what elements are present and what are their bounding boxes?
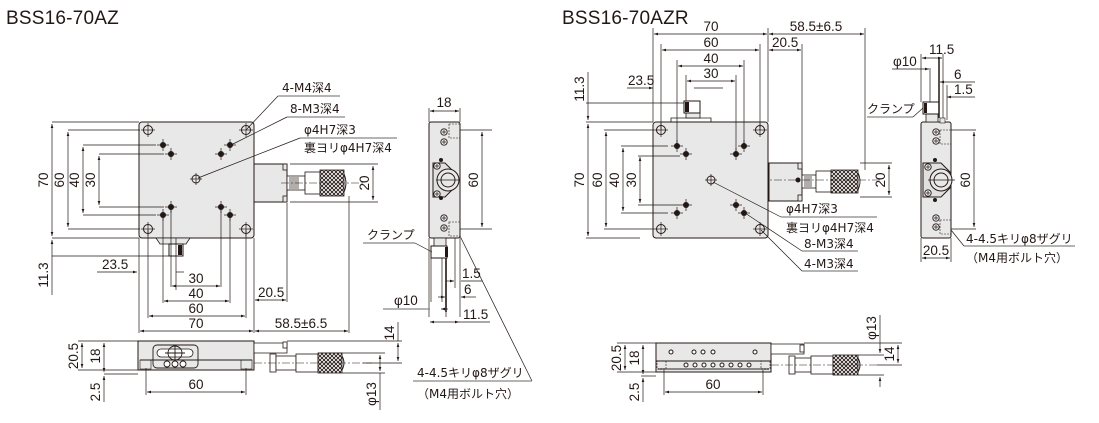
r-dim-micrometer-travel: 58.5±6.5	[790, 19, 842, 34]
r-bolt-hole-note-sub: （M4用ボルト穴）	[966, 250, 1068, 265]
r-dim-clamp-offset: 23.5	[628, 73, 654, 88]
r-dim-70-v: 70	[572, 172, 587, 187]
dim-70-v: 70	[36, 172, 51, 187]
left-side-view: 18 60 クランプ 1.5 6 φ10 11.5	[363, 95, 533, 382]
dim-micrometer-offset: 20.5	[258, 285, 284, 300]
dim-40-v: 40	[67, 172, 82, 187]
r-front-dim-base-offset: 2.5	[627, 383, 642, 402]
front-dim-base-offset: 2.5	[88, 383, 103, 402]
dim-60-h: 60	[188, 301, 203, 316]
dim-60-v: 60	[52, 172, 67, 187]
r-micrometer-knob	[830, 169, 859, 194]
r-dim-60-h: 60	[703, 35, 718, 50]
side-dim-pitch: 60	[466, 172, 481, 187]
r-dim-micrometer-offset: 20.5	[772, 35, 798, 50]
r-front-dim-micrometer-dia: φ13	[864, 316, 879, 340]
callout-m3-holes: 8-M3深4	[290, 102, 340, 116]
side-dim-clamp-dia: φ10	[394, 293, 418, 308]
callout-back-pin-hole: 裏ヨリφ4H7深4	[304, 140, 392, 155]
dim-40-h: 40	[188, 286, 203, 301]
r-side-dim-pitch: 60	[958, 172, 973, 187]
r-front-dim-micrometer-height: 14	[882, 346, 897, 362]
r-callout-m3-corner-holes: 4-M3深4	[804, 257, 854, 271]
callout-pin-hole: φ4H7深3	[304, 123, 356, 137]
r-side-dim-d1: 1.5	[954, 82, 973, 97]
dim-30-h: 30	[188, 271, 203, 286]
dim-70-h: 70	[188, 316, 203, 331]
r-side-dim-d2: 6	[954, 67, 962, 82]
side-dim-d1: 1.5	[462, 266, 481, 281]
side-dim-width: 18	[436, 95, 451, 110]
dim-micrometer-travel: 58.5±6.5	[275, 316, 327, 331]
r-callout-m3-holes: 8-M3深4	[804, 237, 854, 251]
r-dim-40-v: 40	[607, 172, 622, 187]
bolt-hole-note-sub: （M4用ボルト穴）	[417, 386, 519, 401]
r-dim-clamp-height: 11.3	[572, 76, 587, 101]
front-dim-pitch: 60	[188, 377, 203, 392]
front-dim-total-height: 20.5	[66, 343, 81, 369]
model-title-left: BSS16-70AZ	[6, 8, 119, 29]
side-clamp-knob	[430, 245, 448, 259]
front-dim-micrometer-height: 14	[382, 325, 397, 341]
r-dim-micrometer-height: 20	[873, 172, 888, 187]
right-top-view: 70 60 40 30 11.3 23.5 70 60	[572, 19, 892, 272]
dim-micrometer-height: 20	[357, 175, 372, 190]
r-side-dim-d3: 11.5	[929, 42, 954, 57]
right-side-view: 11.5 φ10 6 1.5 クランプ 60 20.5 4-4.5キリφ8ザグリ…	[867, 42, 1075, 265]
r-callout-pin-hole: φ4H7深3	[786, 202, 838, 216]
r-dim-30-h: 30	[703, 66, 718, 81]
left-top-view: 70 60 40 30 11.3 23.5 30 40 60 70 20	[36, 81, 397, 333]
side-dim-d2: 6	[464, 282, 472, 297]
r-dim-30-v: 30	[624, 172, 639, 187]
r-side-dim-clamp-dia: φ10	[893, 54, 917, 69]
front-dim-body-height: 18	[88, 348, 103, 363]
r-front-dim-body-height: 18	[627, 350, 642, 365]
clamp-label: クランプ	[367, 228, 415, 242]
r-callout-back-pin-hole: 裏ヨリφ4H7深4	[786, 220, 874, 235]
r-dim-60-v: 60	[590, 172, 605, 187]
model-title-right: BSS16-70AZR	[562, 8, 689, 29]
dim-clamp-offset: 23.5	[102, 257, 128, 272]
side-dim-d3: 11.5	[463, 307, 488, 322]
r-clamp-label: クランプ	[867, 102, 915, 116]
r-side-dim-width: 20.5	[923, 243, 949, 258]
front-dim-micrometer-dia: φ13	[364, 382, 379, 406]
r-bolt-hole-note: 4-4.5キリφ8ザグリ	[966, 232, 1073, 246]
r-dim-40-h: 40	[703, 51, 718, 66]
stage-plate	[138, 121, 255, 239]
left-front-view: 20.5 18 2.5 60 φ13 14 4-4.5キリφ8ザグリ （M4用ボ…	[66, 322, 532, 410]
callout-m4-holes: 4-M4深4	[282, 81, 332, 95]
bolt-hole-note: 4-4.5キリφ8ザグリ	[417, 366, 524, 380]
r-front-dim-total-height: 20.5	[609, 345, 624, 371]
right-front-view: 20.5 18 2.5 60 φ13 14	[609, 315, 902, 402]
dim-30-v: 30	[83, 172, 98, 187]
dim-clamp-height: 11.3	[36, 262, 51, 287]
r-dim-70-h: 70	[703, 19, 718, 34]
r-front-body	[655, 342, 772, 373]
r-front-dim-pitch: 60	[705, 377, 720, 392]
